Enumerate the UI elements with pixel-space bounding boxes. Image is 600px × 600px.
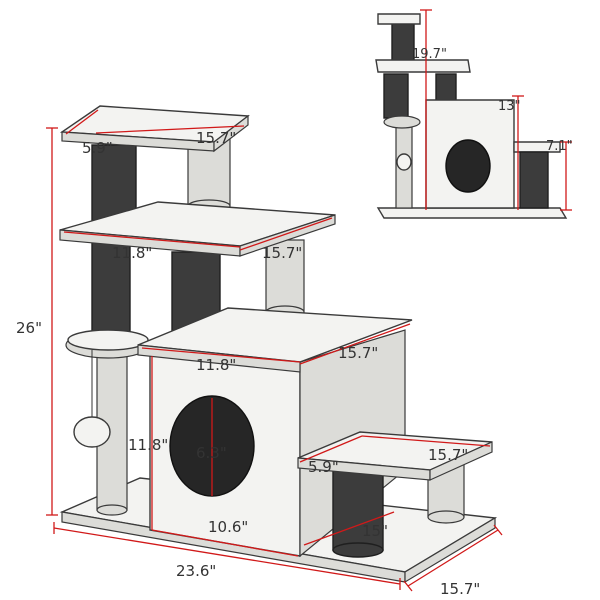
- dim-mid-platform-depth: 11.8": [112, 244, 152, 262]
- step-dark-post: [332, 469, 384, 558]
- middle-platform: [59, 201, 336, 257]
- dim-base-width: 23.6": [176, 562, 216, 580]
- plush-ring: [65, 329, 151, 359]
- dim-base-depth: 15.7": [440, 580, 480, 598]
- dim-mid-platform-width: 15.7": [262, 244, 302, 262]
- inset-dimension-lines: [420, 9, 572, 211]
- dim-condo-base-width: 10.6": [208, 518, 248, 536]
- inset-dimension-labels: 19.7" 13" 7.1": [412, 47, 573, 154]
- dim-top-platform-width: 15.7": [196, 129, 236, 147]
- main-dimension-lines: [46, 109, 503, 592]
- dim-condo-top-depth: 11.8": [196, 356, 236, 374]
- dim-step-height: 15": [362, 522, 388, 540]
- inset-side-view: [375, 13, 568, 219]
- hanging-ball-toy: [73, 350, 111, 448]
- step-platform: [297, 431, 493, 481]
- dim-inset-step-height: 7.1": [546, 139, 573, 154]
- dim-top-platform-depth: 5.9": [82, 139, 113, 157]
- dim-condo-height: 11.8": [128, 436, 168, 454]
- dim-inset-condo-height: 13": [498, 99, 521, 114]
- dim-total-height: 26": [16, 319, 42, 337]
- dim-hole-diameter: 6.3": [196, 444, 227, 462]
- dim-step-width: 15.7": [428, 446, 468, 464]
- main-dimension-labels: 5.9" 15.7" 11.8" 15.7" 26" 11.8" 15.7" 1…: [16, 129, 480, 598]
- dim-step-depth: 5.9": [308, 458, 339, 476]
- dim-inset-top-height: 19.7": [412, 47, 447, 62]
- mid-light-post: [265, 239, 305, 319]
- dim-condo-top-width: 15.7": [338, 344, 378, 362]
